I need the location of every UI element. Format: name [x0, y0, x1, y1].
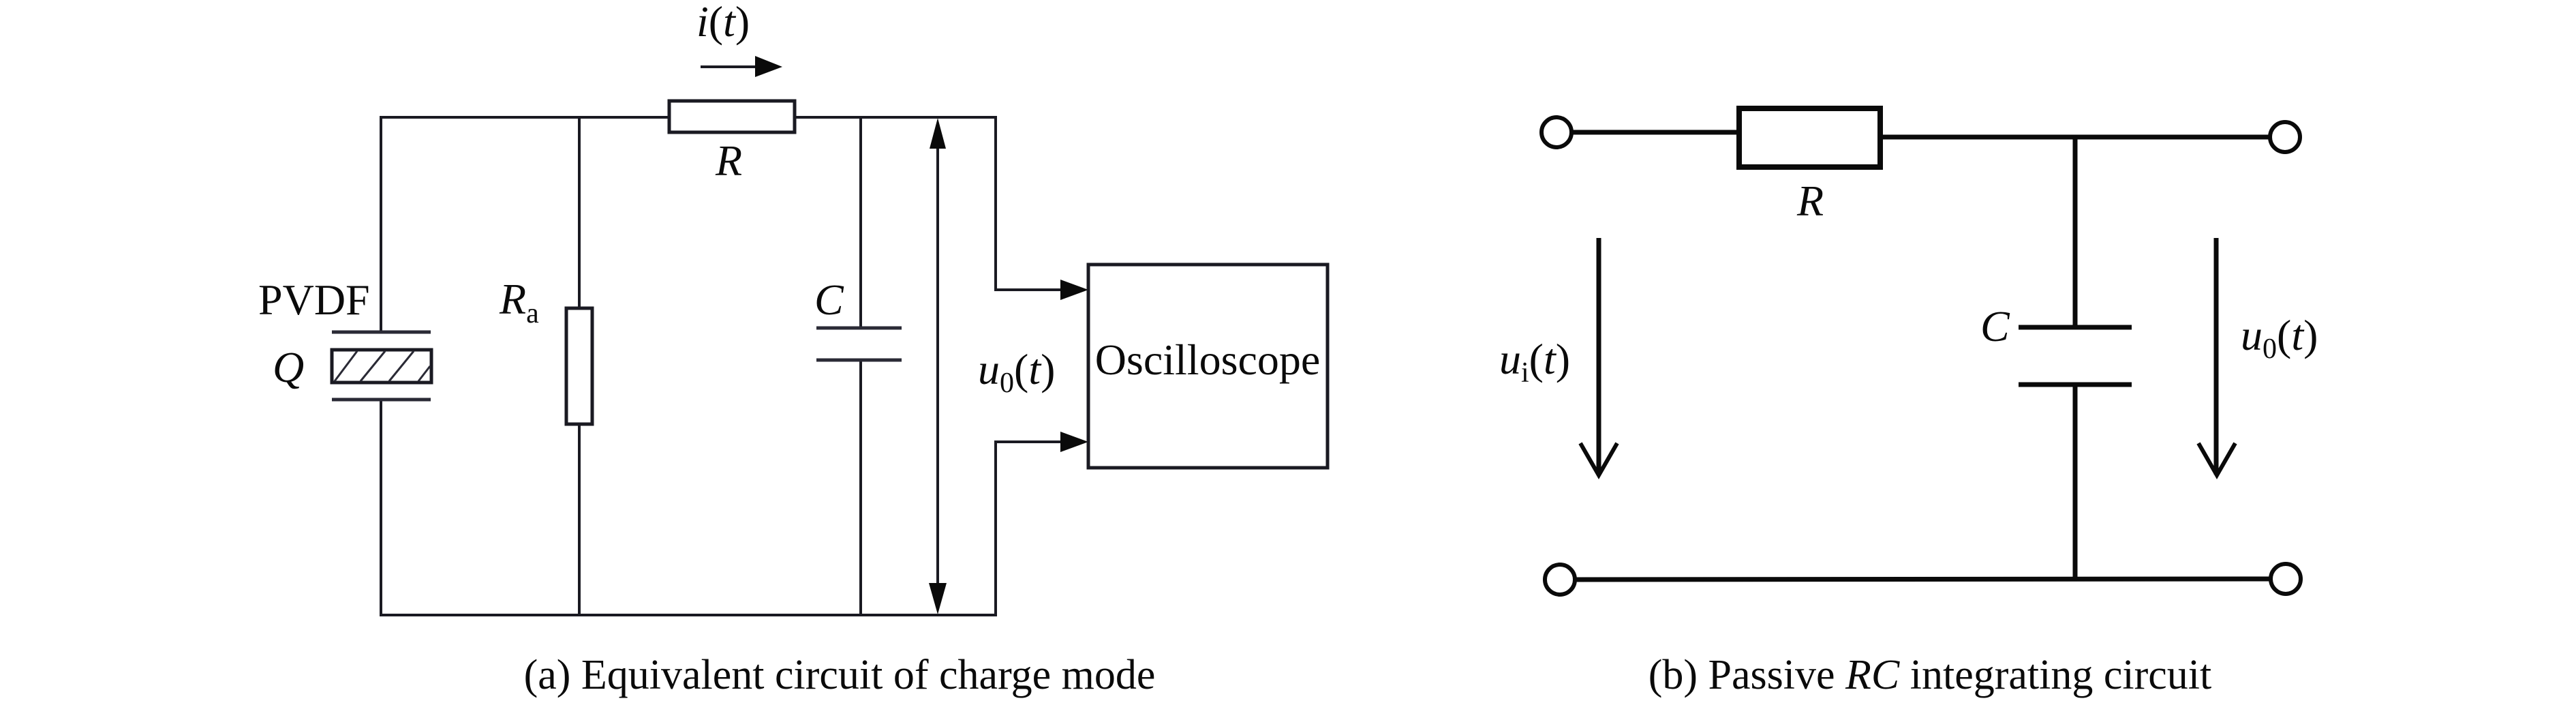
input-voltage-arg: (t) [1529, 335, 1570, 383]
caption-b: (b) Passive RC integrating circuit [1649, 652, 2211, 698]
output-voltage-arrow-icon [2196, 238, 2237, 480]
oscilloscope-label: Oscilloscope [1095, 335, 1321, 384]
output-voltage-subscript-b: 0 [2263, 333, 2277, 365]
capacitor-label: C [814, 275, 844, 324]
current-arg-close: ) [735, 0, 750, 46]
series-resistor [667, 99, 797, 134]
series-resistor-label: R [715, 136, 742, 185]
caption-b-prefix: (b) Passive [1649, 652, 1845, 698]
input-terminal-top [1539, 115, 1574, 149]
leak-resistor-subscript: a [526, 298, 539, 329]
capacitor-label-b: C [1980, 302, 2010, 350]
current-arg-t: t [723, 0, 737, 46]
output-voltage-arg-b: (t) [2277, 311, 2318, 359]
sensor-charge-label: Q [273, 343, 304, 391]
probe-wire-bottom [994, 440, 1064, 616]
caption-b-suffix: integrating circuit [1899, 652, 2211, 698]
probe-wire-top [994, 116, 1064, 291]
oscilloscope-box [1086, 263, 1330, 470]
probe-arrow-top-icon [1060, 280, 1088, 300]
output-terminal-bottom [2269, 562, 2303, 596]
ground-wire-b [1574, 576, 2271, 582]
panel-a-charge-mode-circuit: i(t) R PVDF Q Ra [258, 0, 1330, 698]
probe-arrow-bottom-icon [1060, 432, 1088, 452]
input-terminal-bottom [1543, 563, 1577, 597]
panel-b-rc-integrator: R C ui(t) u0(t) (b) Passive RC integrati… [1499, 106, 2318, 698]
output-voltage-symbol-a: u [978, 345, 1000, 393]
resistor-b [1736, 106, 1883, 170]
resistor-label-b: R [1796, 177, 1824, 225]
caption-b-italic: RC [1845, 652, 1900, 698]
input-voltage-arrow-icon [1578, 238, 1619, 480]
input-voltage-symbol: u [1499, 335, 1521, 383]
input-voltage-label: ui(t) [1499, 335, 1570, 389]
output-voltage-double-arrow-icon [929, 118, 947, 614]
sensor-name-label: PVDF [258, 275, 370, 324]
leak-resistor-symbol: R [499, 275, 526, 323]
input-voltage-subscript: i [1521, 357, 1529, 389]
leak-resistor [564, 306, 594, 426]
current-symbol: i [696, 0, 709, 46]
current-arg-open: ( [709, 0, 723, 46]
caption-a: (a) Equivalent circuit of charge mode [524, 652, 1156, 698]
output-voltage-label-a: u0(t) [978, 345, 1055, 399]
current-label: i(t) [696, 0, 750, 46]
output-voltage-subscript-a: 0 [1000, 368, 1014, 399]
current-direction-arrow-icon [701, 56, 782, 77]
output-voltage-label-b: u0(t) [2241, 311, 2318, 365]
output-terminal-top [2268, 120, 2302, 154]
leak-resistor-label: Ra [499, 275, 539, 329]
pvdf-film-icon [330, 348, 433, 385]
output-voltage-arg-a: (t) [1014, 345, 1055, 393]
output-voltage-symbol-b: u [2241, 311, 2263, 359]
